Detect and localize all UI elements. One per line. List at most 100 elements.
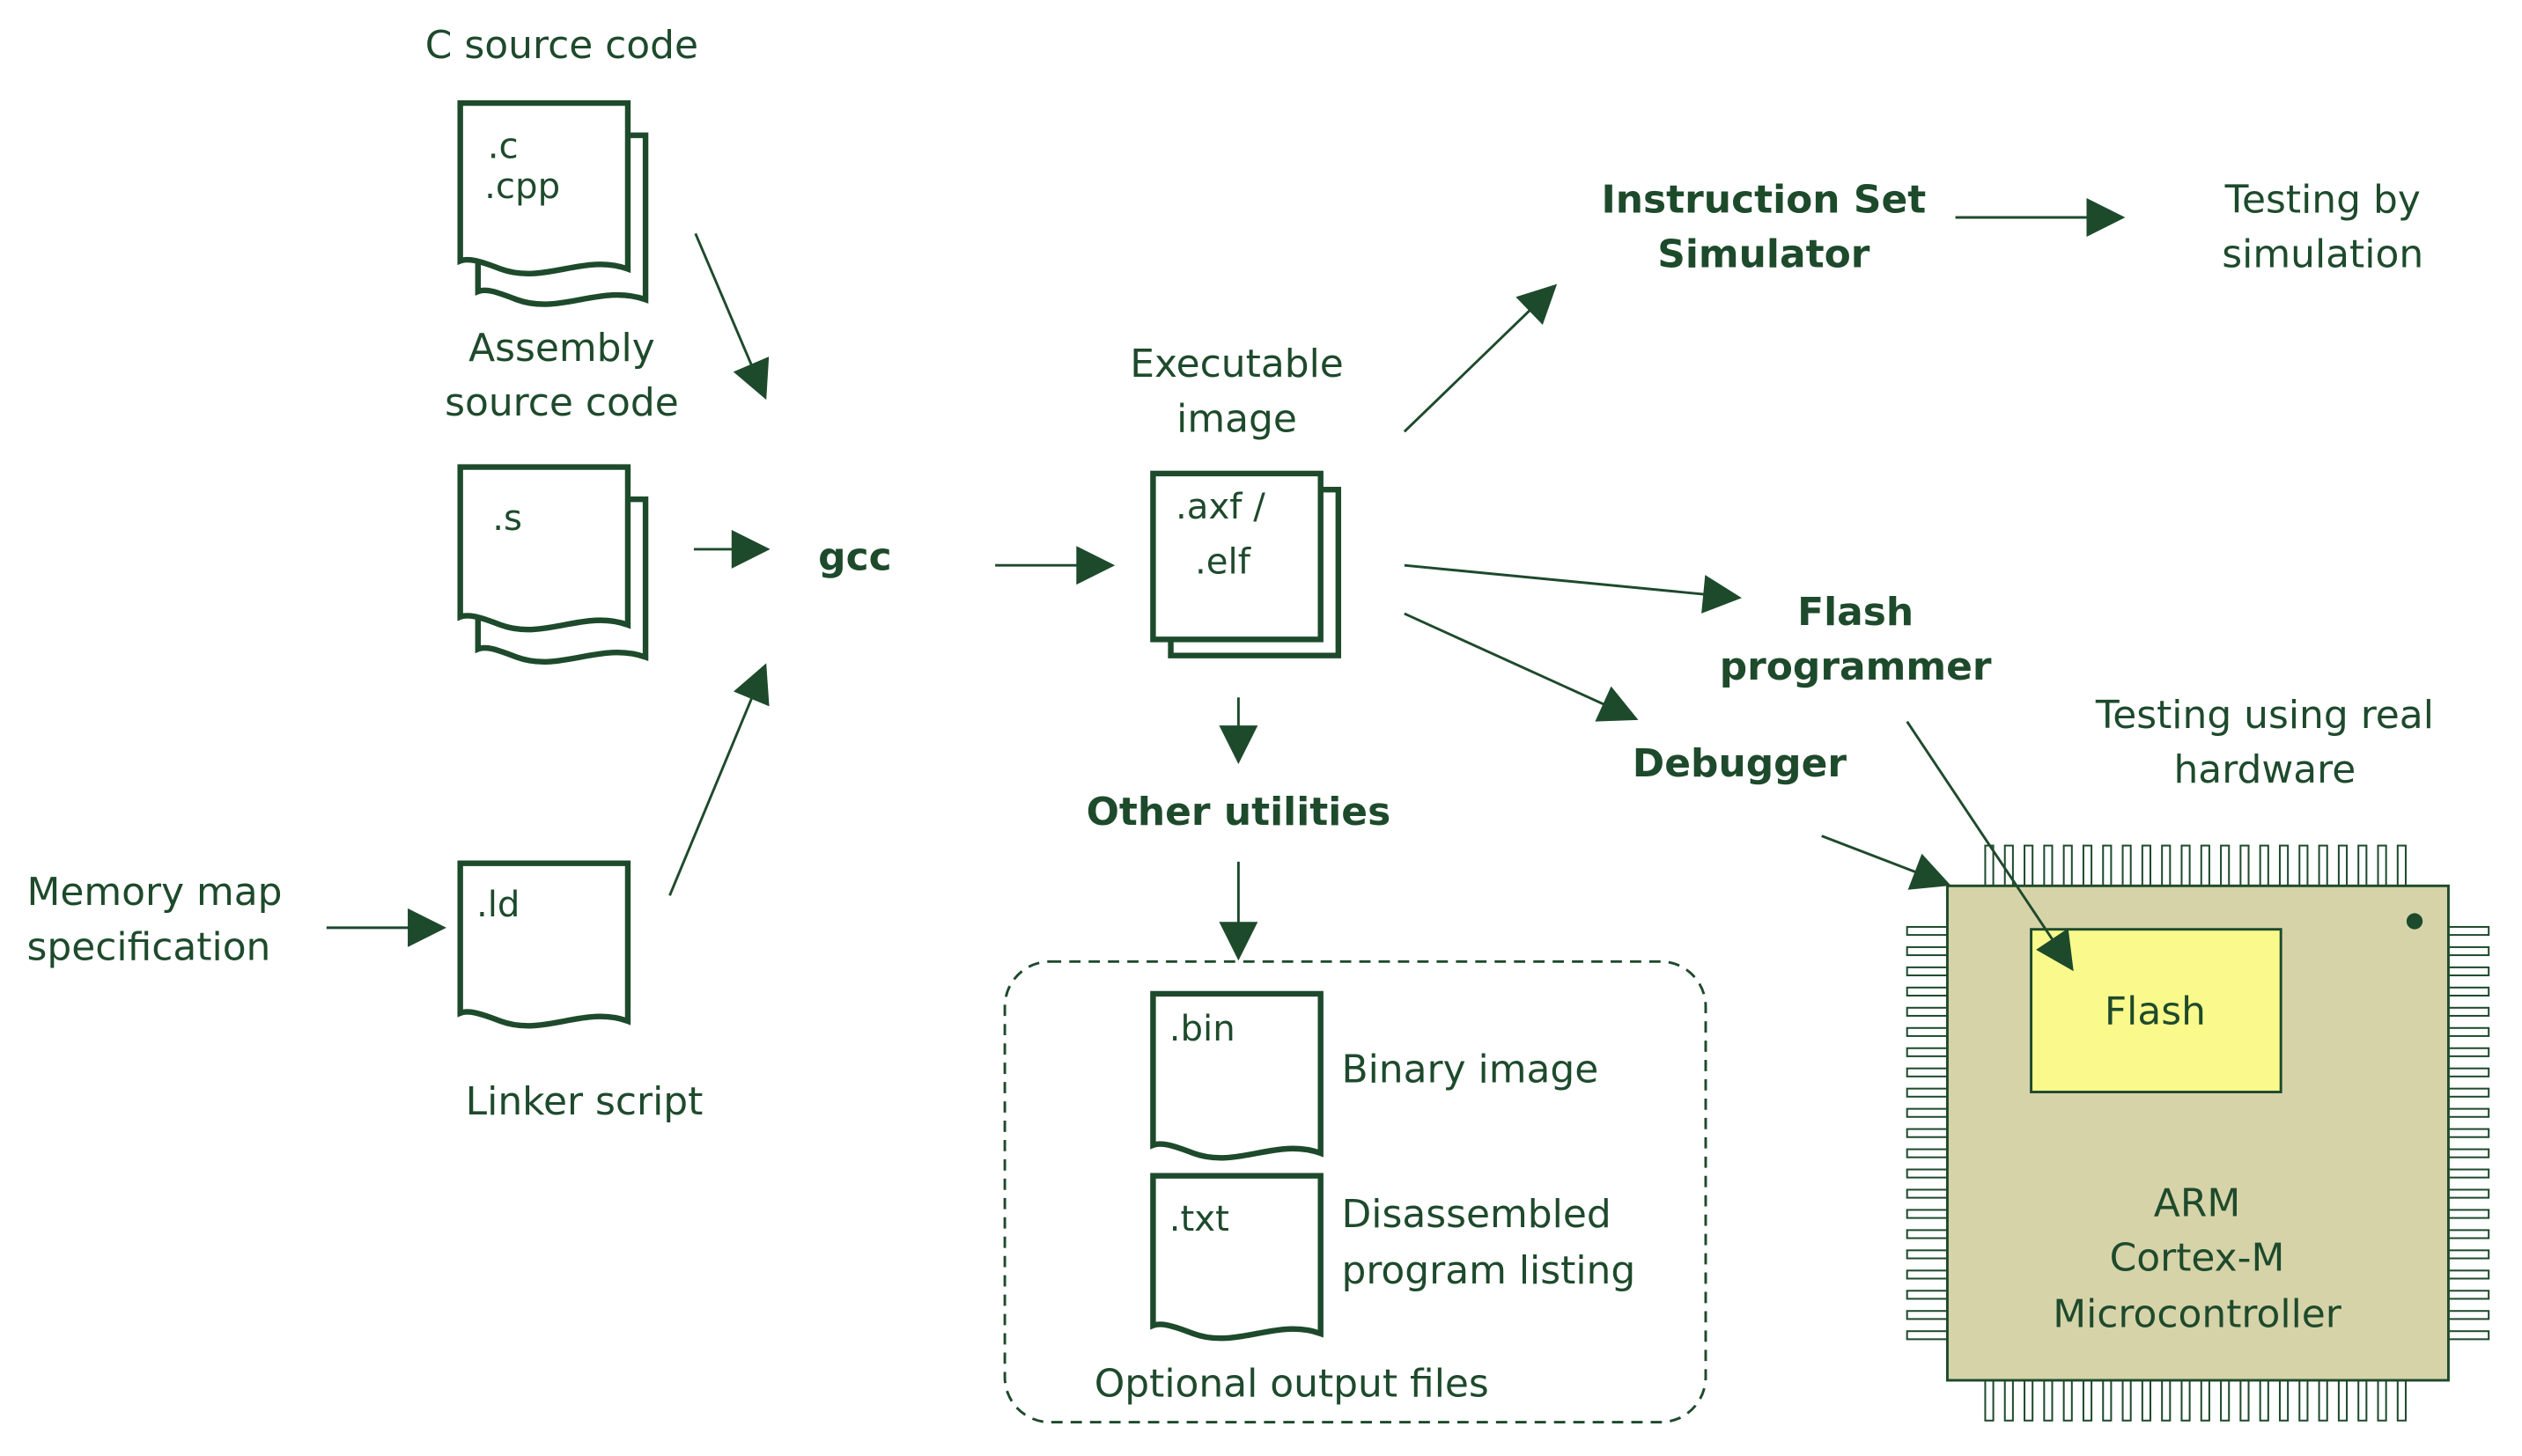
chip-pin [2447, 1067, 2490, 1077]
gcc-label: gcc [818, 535, 891, 580]
chip-pin [1906, 986, 1949, 997]
chip-pin [1906, 945, 1949, 957]
chip-pin [2447, 1290, 2490, 1300]
chip-pin [2082, 844, 2093, 887]
chip-pin [2447, 1107, 2490, 1118]
chip-pin [1906, 1209, 1949, 1219]
s-file-ext: .s [492, 498, 522, 539]
chip-pin [2447, 1229, 2490, 1239]
c-source-document-icon: .c .cpp [457, 99, 649, 307]
chip-pin [1906, 1290, 1949, 1300]
txt-document-icon: .txt [1150, 1173, 1324, 1342]
chip-pin [1906, 1269, 1949, 1280]
chip-pin [2003, 1379, 2014, 1422]
ld-file-ext: .ld [476, 885, 520, 925]
chip-pin [1906, 1310, 1949, 1320]
chip-pin [1906, 1067, 1949, 1077]
arrow-programmer-to-flash [1906, 720, 2074, 972]
chip-pin [2298, 1379, 2309, 1422]
chip-pin [2447, 1209, 2490, 1219]
chip-pin [2180, 844, 2191, 887]
chip-pin [2043, 1379, 2054, 1422]
chip-pin [2161, 844, 2172, 887]
chip-pin [1906, 1148, 1949, 1158]
axf-file-ext: .axf / [1176, 487, 1265, 527]
chip-pin [2447, 1249, 2490, 1260]
bin-document-icon: .bin [1150, 990, 1324, 1161]
chip-pin [2318, 844, 2328, 887]
chip-pin [2141, 1379, 2152, 1422]
binary-image-label: Binary image [1341, 1048, 1598, 1092]
flash-programmer-label-1: Flash [1797, 590, 1914, 635]
chip-pin [2121, 1379, 2132, 1422]
asm-source-label-2: source code [445, 380, 679, 425]
chip-pins [1906, 844, 2490, 1422]
chip-pin [2357, 1379, 2368, 1422]
arrow-debugger-to-chip [1821, 835, 1951, 890]
arrow-executable-to-debugger [1404, 612, 1639, 722]
chip-pin [2447, 1330, 2490, 1341]
chip-pin [2024, 1379, 2034, 1422]
chip-pin [1906, 1249, 1949, 1260]
chip-pin [2024, 844, 2034, 887]
asm-source-label-1: Assembly [468, 326, 655, 371]
chip-pin [1906, 1107, 1949, 1118]
chip-pin [2377, 844, 2387, 887]
asm-source-document-icon: .s [457, 464, 649, 665]
memory-map-label-1: Memory map [26, 870, 282, 915]
chip-label-1: ARM [2154, 1180, 2240, 1225]
disassembled-label-1: Disassembled [1341, 1192, 1611, 1237]
chip-pin [2062, 1379, 2073, 1422]
chip-pin [2220, 844, 2231, 887]
flash-programmer-label-2: programmer [1720, 644, 1992, 689]
debugger-label: Debugger [1633, 741, 1847, 786]
chip-pin [1906, 1330, 1949, 1341]
chip-pin [2447, 1087, 2490, 1098]
chip-pin [2102, 844, 2113, 887]
testing-sim-label-1: Testing by [2224, 178, 2421, 223]
chip-pin [2141, 844, 2152, 887]
optional-output-label: Optional output files [1095, 1361, 1489, 1406]
chip-pin [2377, 1379, 2387, 1422]
testing-hw-label-1: Testing using real [2095, 693, 2434, 738]
linker-script-label: Linker script [466, 1079, 704, 1124]
disassembled-label-2: program listing [1341, 1248, 1635, 1293]
other-utilities-label: Other utilities [1087, 790, 1391, 835]
pin1-dot [2406, 913, 2423, 930]
txt-file-ext: .txt [1169, 1199, 1229, 1239]
chip-pin [2259, 1379, 2269, 1422]
chip-pin [1906, 925, 1949, 937]
chip-pin [2447, 1026, 2490, 1037]
chip-pin [1906, 1128, 1949, 1138]
chip-pin [2200, 844, 2210, 887]
testing-sim-label-2: simulation [2222, 232, 2423, 277]
c-file-ext: .c [488, 126, 519, 166]
executable-label-2: image [1176, 396, 1297, 441]
chip-pin [1906, 1188, 1949, 1199]
chip-pin [2447, 1310, 2490, 1320]
chip-pin [1906, 966, 1949, 977]
chip-pin [2447, 986, 2490, 997]
chip-pin [1906, 1006, 1949, 1017]
chip-pin [1984, 844, 1995, 887]
chip-pin [2357, 844, 2368, 887]
chip-pin [2396, 1379, 2407, 1422]
chip-pin [2239, 1379, 2250, 1422]
flash-block-label: Flash [2105, 989, 2206, 1034]
arrow-executable-to-iss [1403, 283, 1558, 433]
chip-pin [2447, 1128, 2490, 1138]
chip-pin [2062, 844, 2073, 887]
iss-label-1: Instruction Set [1601, 178, 1926, 223]
chip-pin [2180, 1379, 2191, 1422]
chip-pin [2447, 966, 2490, 977]
chip-pin [1906, 1087, 1949, 1098]
testing-hw-label-2: hardware [2173, 747, 2356, 792]
chip-pin [2082, 1379, 2093, 1422]
cpp-file-ext: .cpp [484, 166, 560, 207]
chip-pin [2239, 844, 2250, 887]
executable-label-1: Executable [1130, 342, 1344, 386]
chip-pin [2447, 1148, 2490, 1158]
chip-pin [2220, 1379, 2231, 1422]
chip-pin [2447, 1168, 2490, 1179]
